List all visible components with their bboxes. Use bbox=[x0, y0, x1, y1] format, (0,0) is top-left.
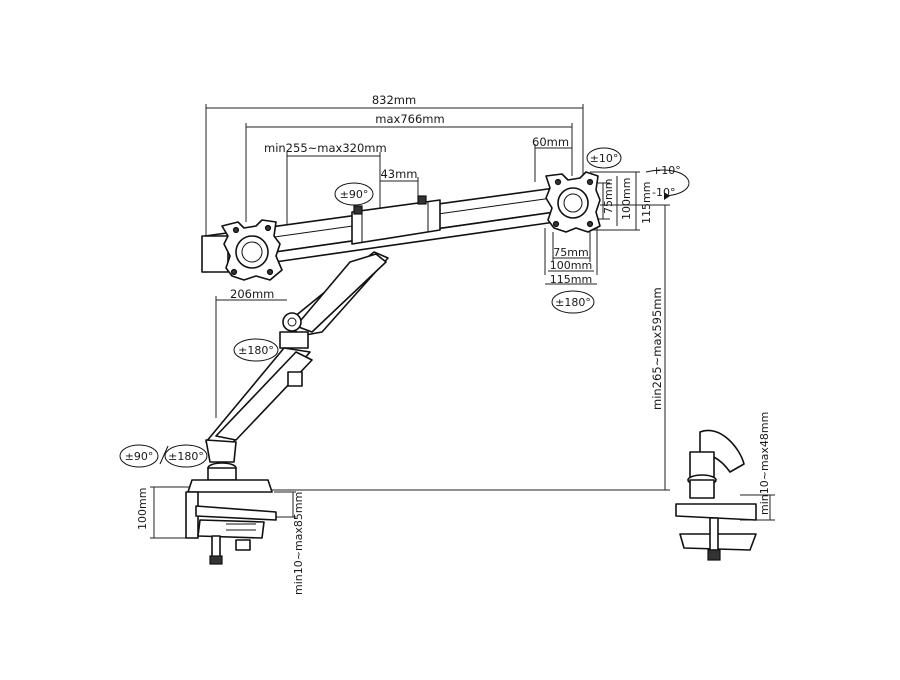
dim-center-gap: 43mm bbox=[380, 167, 419, 205]
dim-clamp-range: min10~max85mm bbox=[274, 491, 305, 595]
right-vesa-plate bbox=[545, 171, 601, 233]
svg-text:±90°: ±90° bbox=[125, 450, 154, 463]
svg-text:-10°: -10° bbox=[652, 186, 675, 199]
dim-left-offset: 206mm bbox=[215, 287, 287, 418]
svg-text:±180°: ±180° bbox=[168, 450, 204, 463]
label-arm-range: min255~max320mm bbox=[264, 141, 387, 155]
left-vesa-plate bbox=[221, 219, 283, 281]
badge-tilt-top: ±10° bbox=[586, 147, 622, 169]
svg-text:+10°: +10° bbox=[652, 164, 681, 177]
label-max-width: max766mm bbox=[375, 112, 444, 126]
label-clamp-range: min10~max85mm bbox=[292, 492, 305, 595]
upper-arm bbox=[279, 251, 389, 349]
dim-clamp-height: 100mm bbox=[136, 486, 192, 539]
badge-mid-rotate: ±180° bbox=[233, 338, 279, 362]
badge-beam-rotate: ±90° bbox=[334, 182, 374, 206]
dim-overall-width: 832mm bbox=[205, 93, 584, 236]
label-vesa-75-h: 75mm bbox=[602, 179, 615, 214]
label-left-offset: 206mm bbox=[230, 287, 274, 301]
svg-text:±90°: ±90° bbox=[340, 188, 369, 201]
label-vesa-100-w: 100mm bbox=[550, 259, 592, 272]
dim-vesa-widths: 75mm 100mm 115mm bbox=[544, 228, 598, 286]
label-clamp-height: 100mm bbox=[136, 488, 149, 530]
dim-height-range: min265~max595mm bbox=[270, 204, 670, 491]
svg-text:±180°: ±180° bbox=[238, 344, 274, 357]
label-center-gap: 43mm bbox=[380, 167, 417, 181]
clamp-base bbox=[185, 462, 277, 565]
svg-text:±10°: ±10° bbox=[590, 152, 619, 165]
label-grommet-range: min10~max48mm bbox=[758, 412, 771, 515]
badge-base-rotate-90: ±90° bbox=[119, 444, 159, 468]
label-right-offset: 60mm bbox=[532, 135, 569, 149]
label-overall-width: 832mm bbox=[372, 93, 416, 107]
label-vesa-100-h: 100mm bbox=[620, 178, 633, 220]
label-vesa-115-w: 115mm bbox=[550, 273, 592, 286]
label-height-range: min265~max595mm bbox=[650, 287, 664, 410]
badge-head-rotate: ±180° bbox=[551, 290, 595, 314]
label-vesa-115-h: 115mm bbox=[640, 182, 653, 224]
svg-text:±180°: ±180° bbox=[555, 296, 591, 309]
dim-right-offset: 60mm bbox=[532, 135, 572, 182]
badge-tilt-arrows: +10° -10° bbox=[645, 164, 690, 200]
grommet-base bbox=[675, 429, 757, 561]
lower-arm bbox=[205, 347, 313, 463]
badge-base-rotate-180: ±180° bbox=[159, 444, 208, 468]
dim-max-width: max766mm bbox=[245, 112, 573, 222]
dim-arm-range: min255~max320mm bbox=[264, 141, 387, 225]
label-vesa-75-w: 75mm bbox=[553, 246, 588, 259]
